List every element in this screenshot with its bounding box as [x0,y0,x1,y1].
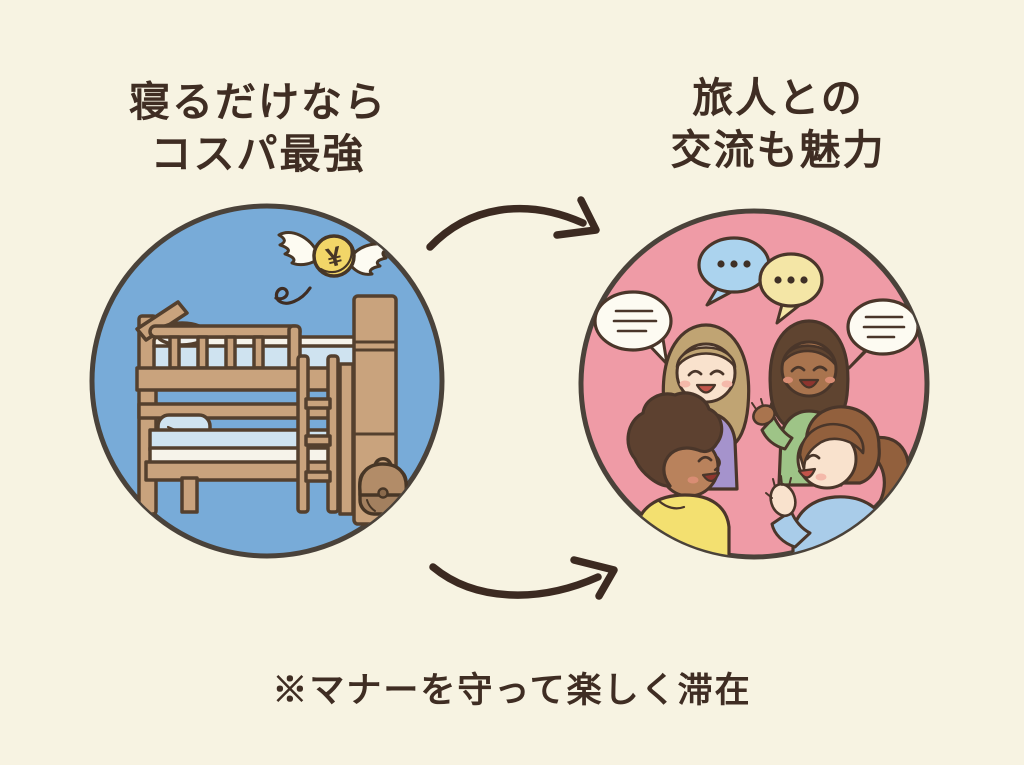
right-heading: 旅人との 交流も魅力 [598,72,958,177]
right-heading-line1: 旅人との [692,75,864,121]
travelers-chat-icon [578,208,930,560]
coin-yen-symbol: ¥ [323,241,345,274]
fingers [765,475,792,499]
speech-bubble-blue-icon [697,236,771,307]
caption-note: ※マナーを守って楽しく滞在 [272,671,752,710]
yen-coin [312,234,356,278]
ladder-icon [296,354,340,514]
ladder-rail [326,354,340,514]
bangs [675,346,737,369]
motion-squiggle [274,286,312,305]
ladder-rail [296,354,310,514]
closed-eyes [790,365,828,373]
bed-inner-post [338,362,355,516]
travelers-circle [571,201,937,567]
left-heading-line2: コスパ最強 [150,131,366,178]
left-heading-line1: 寝るだけなら [129,79,387,125]
smiling-mouth [695,383,717,394]
right-heading-line2: 交流も魅力 [670,127,886,174]
open-mouth [797,467,817,479]
bunk-bed-icon: ¥ [89,203,445,559]
bangs [781,344,837,366]
collar-line [657,499,686,510]
closed-eye [805,453,821,461]
coin-rim-line [319,245,353,274]
backpack-icon [358,457,408,516]
speech-bubbles [593,236,920,370]
rail-slat [168,335,181,370]
ladder-rung [304,470,332,483]
backpack-buckle [377,487,389,499]
ladder-rung [304,397,332,410]
nose [713,454,721,472]
cheek [815,473,827,481]
cheek [679,380,691,388]
cheek [825,376,835,384]
bed-leg [180,476,199,514]
bunk-bed-circle: ¥ [82,196,452,566]
rail-slat [224,335,237,370]
bangs-swept [798,422,865,471]
cheek [783,376,793,384]
coin-left-wing [277,230,320,267]
closed-eye [697,455,713,463]
ladder-rung [304,434,332,447]
gesturing-hand [752,404,776,426]
closed-eyes [687,369,725,377]
rail-slat [196,335,209,370]
hair-curly-dark [626,391,724,488]
cheek [721,380,733,388]
cheek [687,476,699,484]
left-heading: 寝るだけなら コスパ最強 [58,76,458,181]
speech-bubble-left-icon [593,290,673,366]
speech-bubble-yellow-icon [758,252,824,325]
raised-hand [769,482,797,518]
rail-slat [252,335,265,370]
bunk-bed-frame [135,294,398,526]
headboard-lines [352,340,398,436]
winged-coin-icon: ¥ [277,230,392,278]
fingers [751,398,773,410]
backpack-crease [366,499,376,512]
open-mouth [701,471,721,483]
yellow-shirt [635,493,731,557]
smiling-mouth [798,378,820,389]
